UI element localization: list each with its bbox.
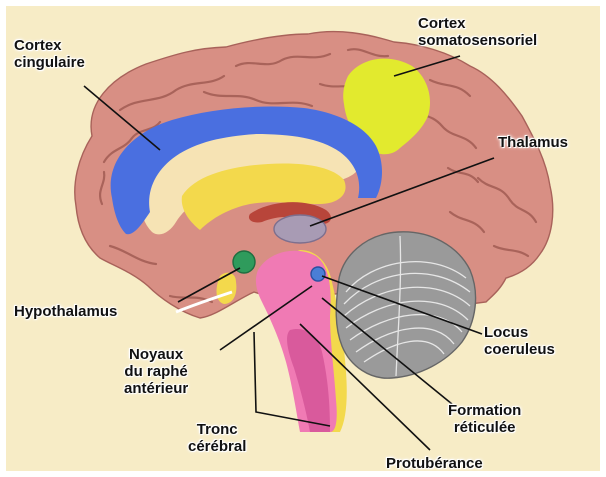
label-cortex-cingulaire: Cortex cingulaire <box>14 37 85 71</box>
thalamus-region <box>274 215 326 243</box>
label-thalamus: Thalamus <box>498 134 568 151</box>
label-formation-reticulee: Formation réticulée <box>448 402 521 436</box>
label-noyaux-raphe: Noyaux du raphé antérieur <box>124 346 188 397</box>
cerebellum-region <box>336 232 475 378</box>
label-protuberance: Protubérance <box>386 455 483 472</box>
label-locus-coeruleus: Locus coeruleus <box>484 324 555 358</box>
locus-coeruleus-region <box>311 267 325 281</box>
label-tronc-cerebral: Tronc cérébral <box>188 421 246 455</box>
label-cortex-somatosensoriel: Cortex somatosensoriel <box>418 15 537 49</box>
label-hypothalamus: Hypothalamus <box>14 303 117 320</box>
